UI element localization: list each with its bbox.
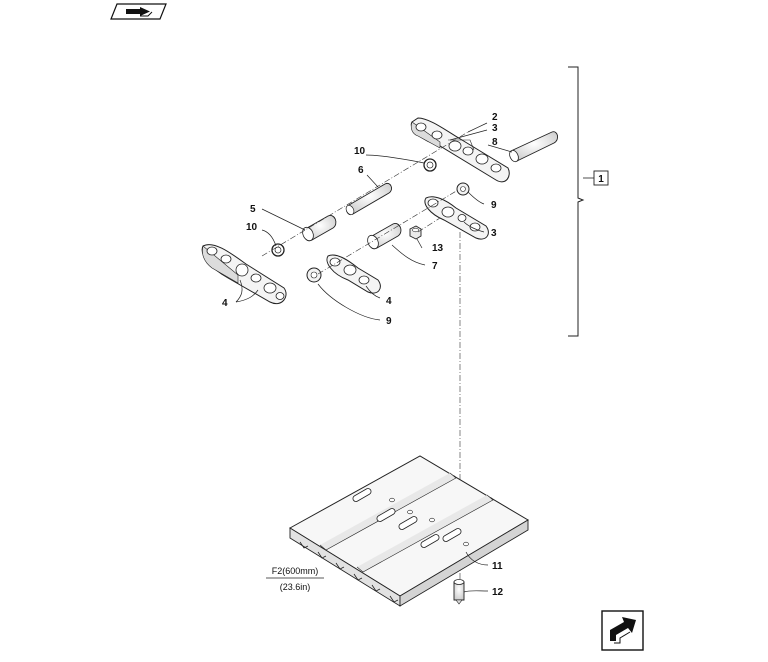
leader-lines <box>235 122 513 593</box>
track-shoe-assembly <box>289 455 529 607</box>
callout-4-middle: 4 <box>386 296 392 307</box>
callout-5: 5 <box>250 204 256 215</box>
seal-ring-10-upper <box>423 158 437 172</box>
nut-13 <box>409 225 422 240</box>
next-page-arrow-icon[interactable] <box>601 610 644 651</box>
pin-6 <box>345 182 392 216</box>
callout-13: 13 <box>432 243 444 254</box>
callout-2: 2 <box>492 112 498 123</box>
bushing-5 <box>302 215 337 242</box>
callout-10-upper: 10 <box>354 146 366 157</box>
right-track-link <box>424 196 489 240</box>
shoe-width-imperial: (23.6in) <box>280 582 311 592</box>
washer-9-upper <box>456 182 470 196</box>
callout-9-upper: 9 <box>491 200 497 211</box>
middle-track-link <box>326 254 381 294</box>
callout-8: 8 <box>492 137 498 148</box>
callout-6: 6 <box>358 165 364 176</box>
shoe-bolt-12 <box>453 579 465 605</box>
track-pin-8 <box>509 131 559 163</box>
washer-9-lower <box>306 267 322 283</box>
callout-3-lower: 3 <box>491 228 497 239</box>
callout-12: 12 <box>492 587 504 598</box>
callout-labels: 2 3 8 10 6 9 3 5 10 13 7 4 4 9 11 12 <box>222 112 504 598</box>
left-track-link <box>201 244 287 304</box>
upper-track-link <box>410 117 510 183</box>
callout-4-left: 4 <box>222 298 228 309</box>
callout-3-upper: 3 <box>492 123 498 134</box>
callout-9-lower: 9 <box>386 316 392 327</box>
assembly-bracket <box>568 66 594 337</box>
callout-1: 1 <box>598 174 604 185</box>
shoe-width-metric: F2(600mm) <box>272 566 319 576</box>
previous-page-arrow-icon[interactable] <box>110 3 167 20</box>
callout-box-1: 1 <box>593 170 609 186</box>
bushing-7 <box>367 223 402 250</box>
shoe-width-label: F2(600mm) (23.6in) <box>266 566 324 592</box>
callout-11: 11 <box>492 561 503 572</box>
seal-ring-10-lower <box>271 243 285 257</box>
callout-7: 7 <box>432 261 438 272</box>
callout-10-lower: 10 <box>246 222 258 233</box>
